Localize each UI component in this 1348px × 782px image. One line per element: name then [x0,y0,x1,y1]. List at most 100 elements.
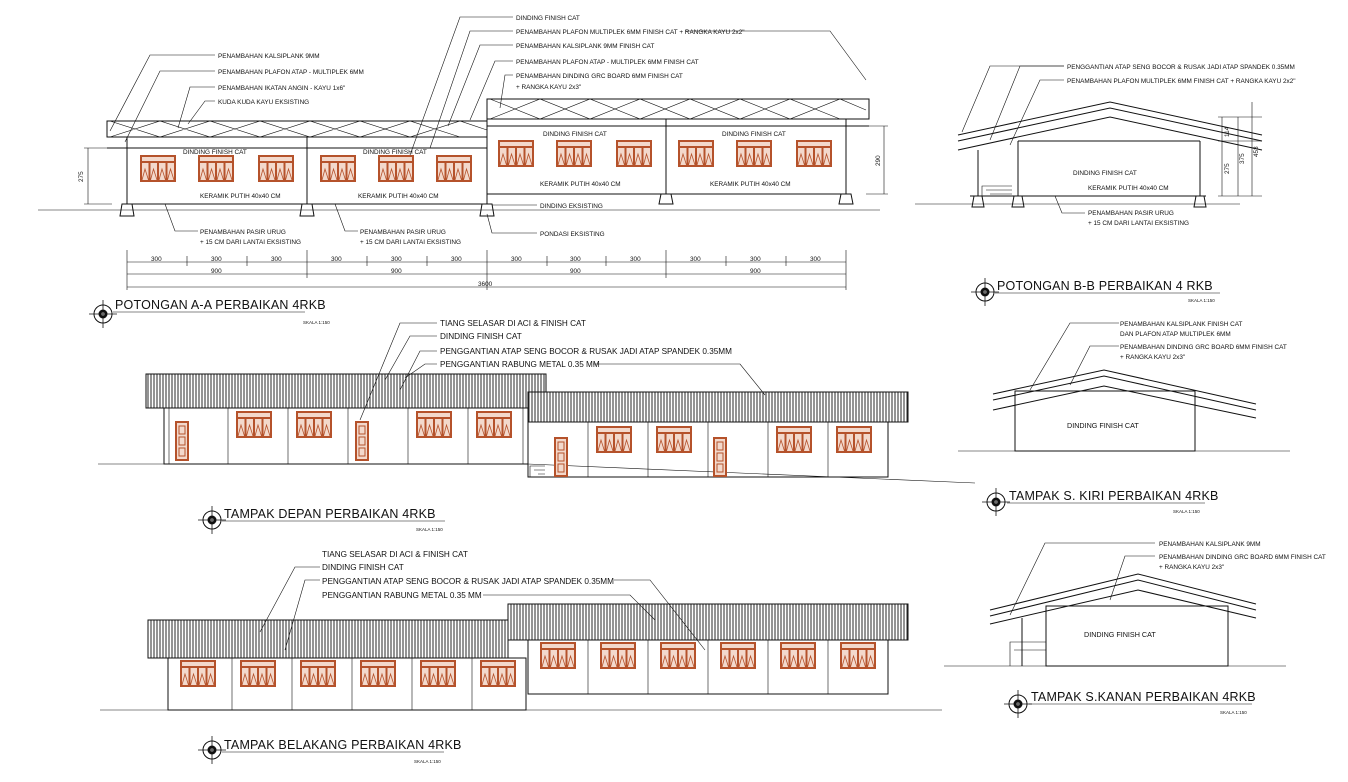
note-kalsiplank: PENAMBAHAN KALSIPLANK 9MM [1159,541,1261,548]
note-plafon-multiplek: PENAMBAHAN PLAFON MULTIPLEK 6MM FINISH C… [516,29,745,36]
right-notes: PENAMBAHAN KALSIPLANK 9MM PENAMBAHAN DIN… [1084,541,1326,639]
note-pasir-urug-2: + 15 CM DARI LANTAI EKSISTING [200,239,301,246]
note-rabung-metal: PENGGANTIAN RABUNG METAL 0.35 MM [322,591,482,600]
note-pasir-urug: PENAMBAHAN PASIR URUG [1088,210,1174,217]
note-tiang-selasar: TIANG SELASAR DI ACI & FINISH CAT [440,319,586,328]
section-a-notes: PENAMBAHAN KALSIPLANK 9MM PENAMBAHAN PLA… [78,15,882,246]
note-kuda-kuda: KUDA KUDA KAYU EKSISTING [218,99,309,106]
floor-label: KERAMIK PUTIH 40x40 CM [1088,185,1169,192]
scale-label: SKALA 1:150 [1173,509,1200,514]
section-b-notes: PENGGANTIAN ATAP SENG BOCOR & RUSAK JADI… [1067,64,1296,227]
front-title: TAMPAK DEPAN PERBAIKAN 4RKB [224,507,436,521]
inner-label: DINDING FINISH CAT [543,131,607,138]
note-pasir-urug-2: + 15 CM DARI LANTAI EKSISTING [360,239,461,246]
note-atap-spandek: PENGGANTIAN ATAP SENG BOCOR & RUSAK JADI… [440,347,732,356]
floor-label: KERAMIK PUTIH 40x40 CM [358,193,439,200]
note-pasir-urug-2: + 15 CM DARI LANTAI EKSISTING [1088,220,1189,227]
scale-label: SKALA 1:150 [303,320,330,325]
wall-label: DINDING FINISH CAT [1067,421,1139,430]
note-tiang-selasar: TIANG SELASAR DI ACI & FINISH CAT [322,550,468,559]
wall-label: DINDING FINISH CAT [1084,630,1156,639]
floor-label: KERAMIK PUTIH 40x40 CM [710,181,791,188]
section-marker-icon [970,277,1000,307]
dimension-ticks [126,250,847,290]
dim-300: 300 [570,256,581,263]
note-rabung-metal: PENGGANTIAN RABUNG METAL 0.35 MM [440,360,600,369]
dim-300: 300 [690,256,701,263]
left-elevation-drawing [958,322,1290,452]
dim-375: 375 [1239,153,1246,164]
dim-300: 300 [391,256,402,263]
note-dinding-grc: PENAMBAHAN DINDING GRC BOARD 6MM FINISH … [1159,554,1326,561]
dim-300: 300 [271,256,282,263]
floor-label: KERAMIK PUTIH 40x40 CM [540,181,621,188]
note-plafon-atap-finish: PENAMBAHAN PLAFON ATAP - MULTIPLEK 6MM F… [516,59,699,66]
note-kalsiplank: PENAMBAHAN KALSIPLANK FINISH CAT [1120,321,1242,328]
front-elevation-drawing [98,322,976,484]
note-dinding-finish: DINDING FINISH CAT [322,563,404,572]
note-dinding-grc: PENAMBAHAN DINDING GRC BOARD 6MM FINISH … [516,73,683,80]
note-plafon-atap: DAN PLAFON ATAP MULTIPLEK 6MM [1120,331,1231,338]
inner-label: DINDING FINISH CAT [722,131,786,138]
section-b-drawing [915,65,1263,214]
floor-label: KERAMIK PUTIH 40x40 CM [200,193,281,200]
inner-label: DINDING FINISH CAT [363,149,427,156]
dimension-labels: 300 300 300 300 300 300 300 300 300 300 … [151,256,821,288]
right-elevation-drawing [944,542,1286,667]
note-kalsiplank-finish: PENAMBAHAN KALSIPLANK 9MM FINISH CAT [516,43,654,50]
note-rangka-kayu: + RANGKA KAYU 2x3" [1159,564,1224,571]
dim-275: 275 [1224,163,1231,174]
note-dinding-eksisting: DINDING EKSISTING [540,203,603,210]
dim-300: 300 [630,256,641,263]
scale-label: SKALA 1:150 [1188,298,1215,303]
note-rangka-kayu: + RANGKA KAYU 2x3" [1120,354,1185,361]
left-notes: PENAMBAHAN KALSIPLANK FINISH CAT DAN PLA… [1067,321,1287,430]
dim-114: 114 [1224,126,1231,137]
note-dinding-grc: PENAMBAHAN DINDING GRC BOARD 6MM FINISH … [1120,344,1287,351]
scale-label: SKALA 1:150 [416,527,443,532]
dim-900: 900 [391,268,402,275]
note-dinding-finish: DINDING FINISH CAT [440,332,522,341]
section-b-title: POTONGAN B-B PERBAIKAN 4 RKB [997,279,1213,293]
left-title: TAMPAK S. KIRI PERBAIKAN 4RKB [1009,489,1219,503]
dim-900: 900 [570,268,581,275]
dim-300: 300 [511,256,522,263]
dim-453: 453 [1253,146,1260,157]
note-pasir-urug: PENAMBAHAN PASIR URUG [360,229,446,236]
section-a-title: POTONGAN A-A PERBAIKAN 4RKB [115,298,326,312]
scale-label: SKALA 1:150 [414,759,441,764]
dim-300: 300 [331,256,342,263]
section-marker-icon [1003,689,1033,719]
dim-900: 900 [211,268,222,275]
dim-300: 300 [451,256,462,263]
note-dinding-finish: DINDING FINISH CAT [516,15,580,22]
back-elevation-drawing [100,566,942,711]
dim-left: 275 [78,171,85,182]
dim-right: 290 [875,155,882,166]
section-a-drawing [38,16,888,290]
note-rangka-kayu: + RANGKA KAYU 2x3" [516,84,581,91]
dim-900: 900 [750,268,761,275]
section-marker-icon [197,735,227,765]
note-atap-spandek: PENGGANTIAN ATAP SENG BOCOR & RUSAK JADI… [322,577,614,586]
note-pasir-urug: PENAMBAHAN PASIR URUG [200,229,286,236]
back-notes: TIANG SELASAR DI ACI & FINISH CAT DINDIN… [322,550,614,600]
right-title: TAMPAK S.KANAN PERBAIKAN 4RKB [1031,690,1256,704]
section-marker-icon [88,299,118,329]
dim-300: 300 [151,256,162,263]
note-plafon-atap: PENAMBAHAN PLAFON ATAP - MULTIPLEK 6MM [218,69,364,76]
note-plafon-multiplek: PENAMBAHAN PLAFON MULTIPLEK 6MM FINISH C… [1067,78,1296,85]
dim-300: 300 [211,256,222,263]
dim-300: 300 [810,256,821,263]
note-atap-spandek: PENGGANTIAN ATAP SENG BOCOR & RUSAK JADI… [1067,64,1295,71]
section-marker-icon [197,505,227,535]
note-kalsiplank: PENAMBAHAN KALSIPLANK 9MM [218,53,320,60]
scale-label: SKALA 1:150 [1220,710,1247,715]
dim-300: 300 [750,256,761,263]
section-marker-icon [981,487,1011,517]
back-title: TAMPAK BELAKANG PERBAIKAN 4RKB [224,738,462,752]
dim-total: 3600 [478,281,493,288]
inner-label: DINDING FINISH CAT [1073,170,1137,177]
inner-label: DINDING FINISH CAT [183,149,247,156]
